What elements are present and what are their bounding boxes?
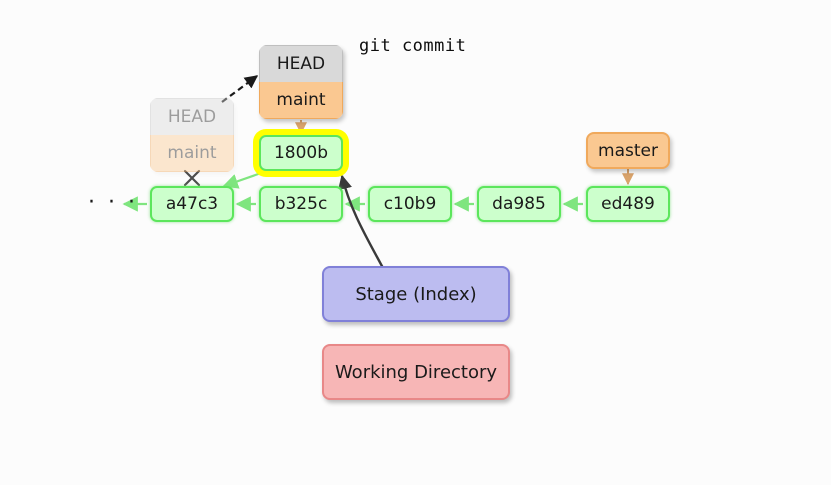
ghost-head-label: HEAD — [150, 98, 234, 135]
maint-branch-label[interactable]: maint — [259, 82, 343, 119]
stage-index-box[interactable]: Stage (Index) — [322, 266, 510, 322]
head-label[interactable]: HEAD — [259, 45, 343, 82]
commit-node-b325c[interactable]: b325c — [259, 186, 343, 222]
commit-node-ed489[interactable]: ed489 — [586, 186, 670, 222]
history-ellipsis: · · · — [88, 190, 138, 215]
ghost-maint-label: maint — [150, 135, 234, 172]
commit-node-da985[interactable]: da985 — [477, 186, 561, 222]
arrow-1800b-to-a47c3 — [222, 170, 265, 189]
ref-stack-head-maint[interactable]: HEAD maint — [259, 45, 343, 119]
detach-cross-icon — [183, 169, 201, 187]
working-directory-box[interactable]: Working Directory — [322, 344, 510, 400]
commit-node-a47c3[interactable]: a47c3 — [150, 186, 234, 222]
ref-pointer-arrows — [295, 120, 634, 186]
commit-node-c10b9[interactable]: c10b9 — [368, 186, 452, 222]
master-branch-label[interactable]: master — [586, 132, 670, 169]
ghost-ref-stack: HEAD maint — [150, 98, 234, 172]
commit-node-1800b[interactable]: 1800b — [259, 135, 343, 171]
command-label: git commit — [359, 36, 467, 56]
